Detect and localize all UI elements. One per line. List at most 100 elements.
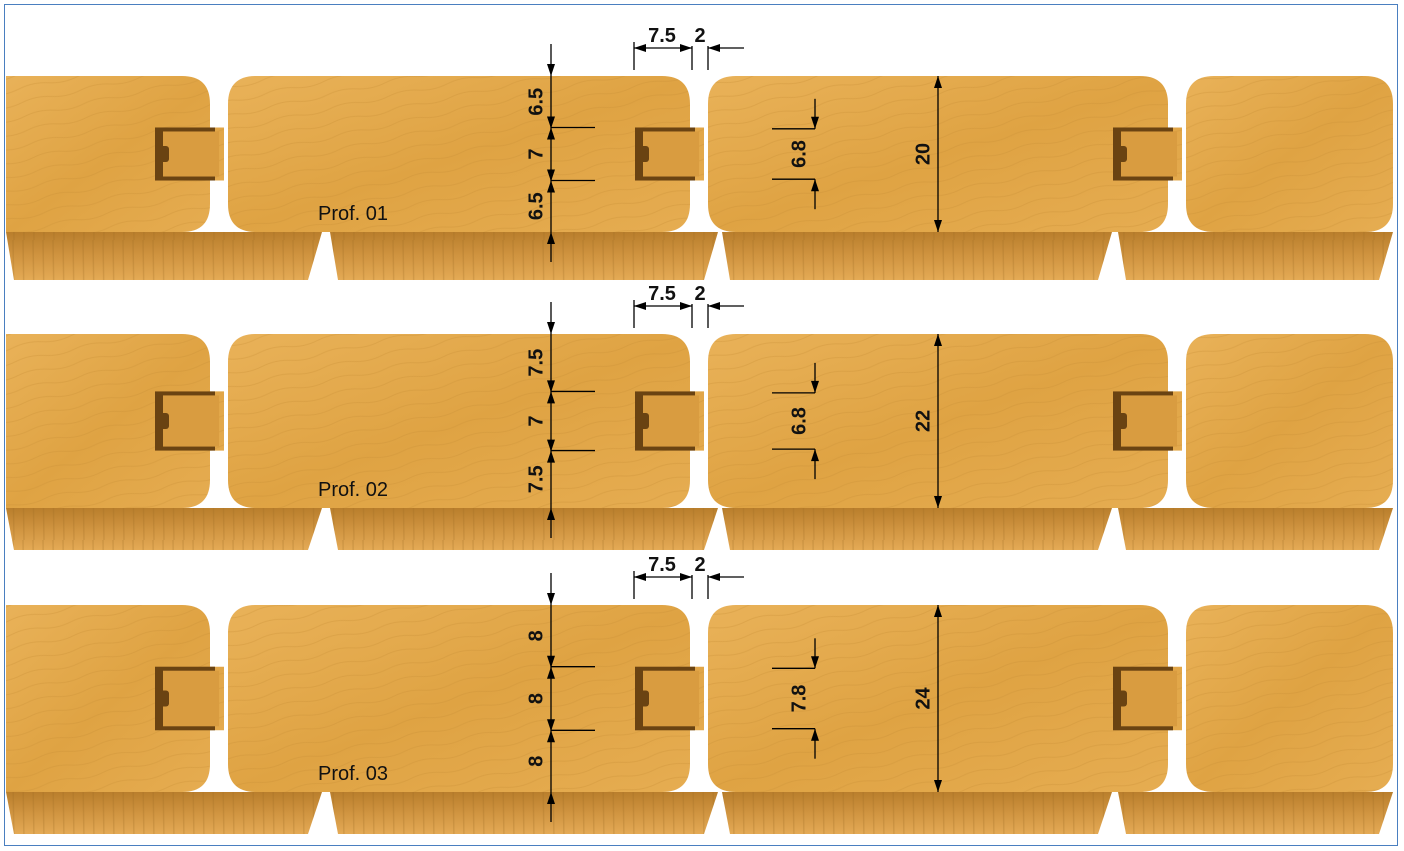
dim-gap: 2 bbox=[694, 554, 705, 576]
tongue-tip-gap bbox=[635, 146, 649, 162]
dim-thickness-total: 22 bbox=[912, 410, 934, 432]
tongue bbox=[163, 131, 219, 177]
board-face-grain bbox=[708, 605, 1182, 792]
dim-thickness-total: 24 bbox=[912, 687, 934, 710]
dim-bottom-part: 8 bbox=[525, 756, 547, 767]
arrowhead bbox=[547, 666, 555, 679]
arrowhead bbox=[547, 655, 555, 668]
tongue bbox=[1121, 395, 1177, 447]
arrowhead bbox=[547, 593, 555, 605]
arrowhead bbox=[934, 780, 942, 792]
diagram-frame bbox=[4, 4, 1398, 846]
board-face-grain bbox=[6, 334, 224, 508]
tongue-tip-gap bbox=[155, 146, 169, 162]
tongue bbox=[643, 395, 699, 447]
board-face-grain bbox=[6, 76, 224, 232]
dim-tongue-length: 7.5 bbox=[648, 25, 676, 47]
arrowhead bbox=[547, 508, 555, 520]
tongue-tip-gap bbox=[155, 413, 169, 429]
arrowhead bbox=[547, 169, 555, 182]
board-edge-grain bbox=[330, 232, 718, 280]
arrowhead bbox=[934, 605, 942, 617]
arrowhead bbox=[680, 573, 692, 581]
board-edge-grain bbox=[6, 792, 322, 834]
tongue bbox=[163, 670, 219, 727]
arrowhead bbox=[547, 180, 555, 193]
dim-top-part: 7.5 bbox=[525, 349, 547, 377]
tongue-tip-gap bbox=[1113, 413, 1127, 429]
arrowhead bbox=[634, 302, 646, 310]
profile-label: Prof. 01 bbox=[318, 203, 388, 225]
arrowhead bbox=[547, 232, 555, 244]
tongue bbox=[1121, 131, 1177, 177]
arrowhead bbox=[547, 322, 555, 334]
arrowhead bbox=[934, 220, 942, 232]
dim-bottom-part: 7.5 bbox=[525, 465, 547, 493]
tongue-tip-gap bbox=[635, 413, 649, 429]
tongue-tip-gap bbox=[1113, 690, 1127, 707]
arrowhead bbox=[547, 719, 555, 732]
board-edge-grain bbox=[722, 508, 1112, 550]
arrowhead bbox=[708, 302, 720, 310]
arrowhead bbox=[547, 450, 555, 463]
dim-tongue-part: 8 bbox=[525, 693, 547, 704]
board-face-grain bbox=[228, 605, 704, 792]
board-edge-grain bbox=[1118, 792, 1393, 834]
arrowhead bbox=[811, 656, 819, 669]
arrowhead bbox=[634, 573, 646, 581]
arrowhead bbox=[547, 127, 555, 140]
arrowhead bbox=[547, 64, 555, 76]
dim-gap: 2 bbox=[694, 25, 705, 47]
arrowhead bbox=[547, 792, 555, 804]
board-face-grain bbox=[1186, 334, 1393, 508]
dim-tongue-part: 7 bbox=[525, 148, 547, 159]
profile-label: Prof. 02 bbox=[318, 479, 388, 501]
board-edge-grain bbox=[330, 792, 718, 834]
arrowhead bbox=[811, 728, 819, 741]
tongue-tip-gap bbox=[155, 690, 169, 707]
dim-tongue-height: 7.8 bbox=[788, 685, 810, 713]
tongue-tip-gap bbox=[635, 690, 649, 707]
board-edge-grain bbox=[6, 508, 322, 550]
board-edge-grain bbox=[6, 232, 322, 280]
board-face-grain bbox=[1186, 605, 1393, 792]
board-face-grain bbox=[708, 76, 1182, 232]
arrowhead bbox=[547, 730, 555, 743]
dim-tongue-part: 7 bbox=[525, 415, 547, 426]
arrowhead bbox=[811, 449, 819, 462]
dim-bottom-part: 6.5 bbox=[525, 192, 547, 220]
arrowhead bbox=[934, 334, 942, 346]
dim-top-part: 8 bbox=[525, 630, 547, 641]
board-face-grain bbox=[1186, 76, 1393, 232]
board-face-grain bbox=[228, 334, 704, 508]
board-edge-grain bbox=[1118, 508, 1393, 550]
board-edge-grain bbox=[722, 792, 1112, 834]
arrowhead bbox=[547, 116, 555, 129]
arrowhead bbox=[547, 439, 555, 452]
arrowhead bbox=[547, 380, 555, 393]
board-edge-grain bbox=[722, 232, 1112, 280]
arrowhead bbox=[634, 44, 646, 52]
dim-thickness-total: 20 bbox=[912, 143, 934, 165]
dim-tongue-length: 7.5 bbox=[648, 283, 676, 305]
tongue bbox=[643, 670, 699, 727]
tongue-tip-gap bbox=[1113, 146, 1127, 162]
arrowhead bbox=[708, 44, 720, 52]
tongue bbox=[643, 131, 699, 177]
board-face-grain bbox=[6, 605, 224, 792]
board-edge-grain bbox=[1118, 232, 1393, 280]
tongue bbox=[1121, 670, 1177, 727]
board-face-grain bbox=[708, 334, 1182, 508]
arrowhead bbox=[811, 179, 819, 192]
board-face-grain bbox=[228, 76, 704, 232]
board-edge-grain bbox=[330, 508, 718, 550]
arrowhead bbox=[934, 496, 942, 508]
dim-tongue-length: 7.5 bbox=[648, 554, 676, 576]
arrowhead bbox=[811, 380, 819, 393]
dim-gap: 2 bbox=[694, 283, 705, 305]
arrowhead bbox=[547, 391, 555, 404]
arrowhead bbox=[811, 116, 819, 129]
